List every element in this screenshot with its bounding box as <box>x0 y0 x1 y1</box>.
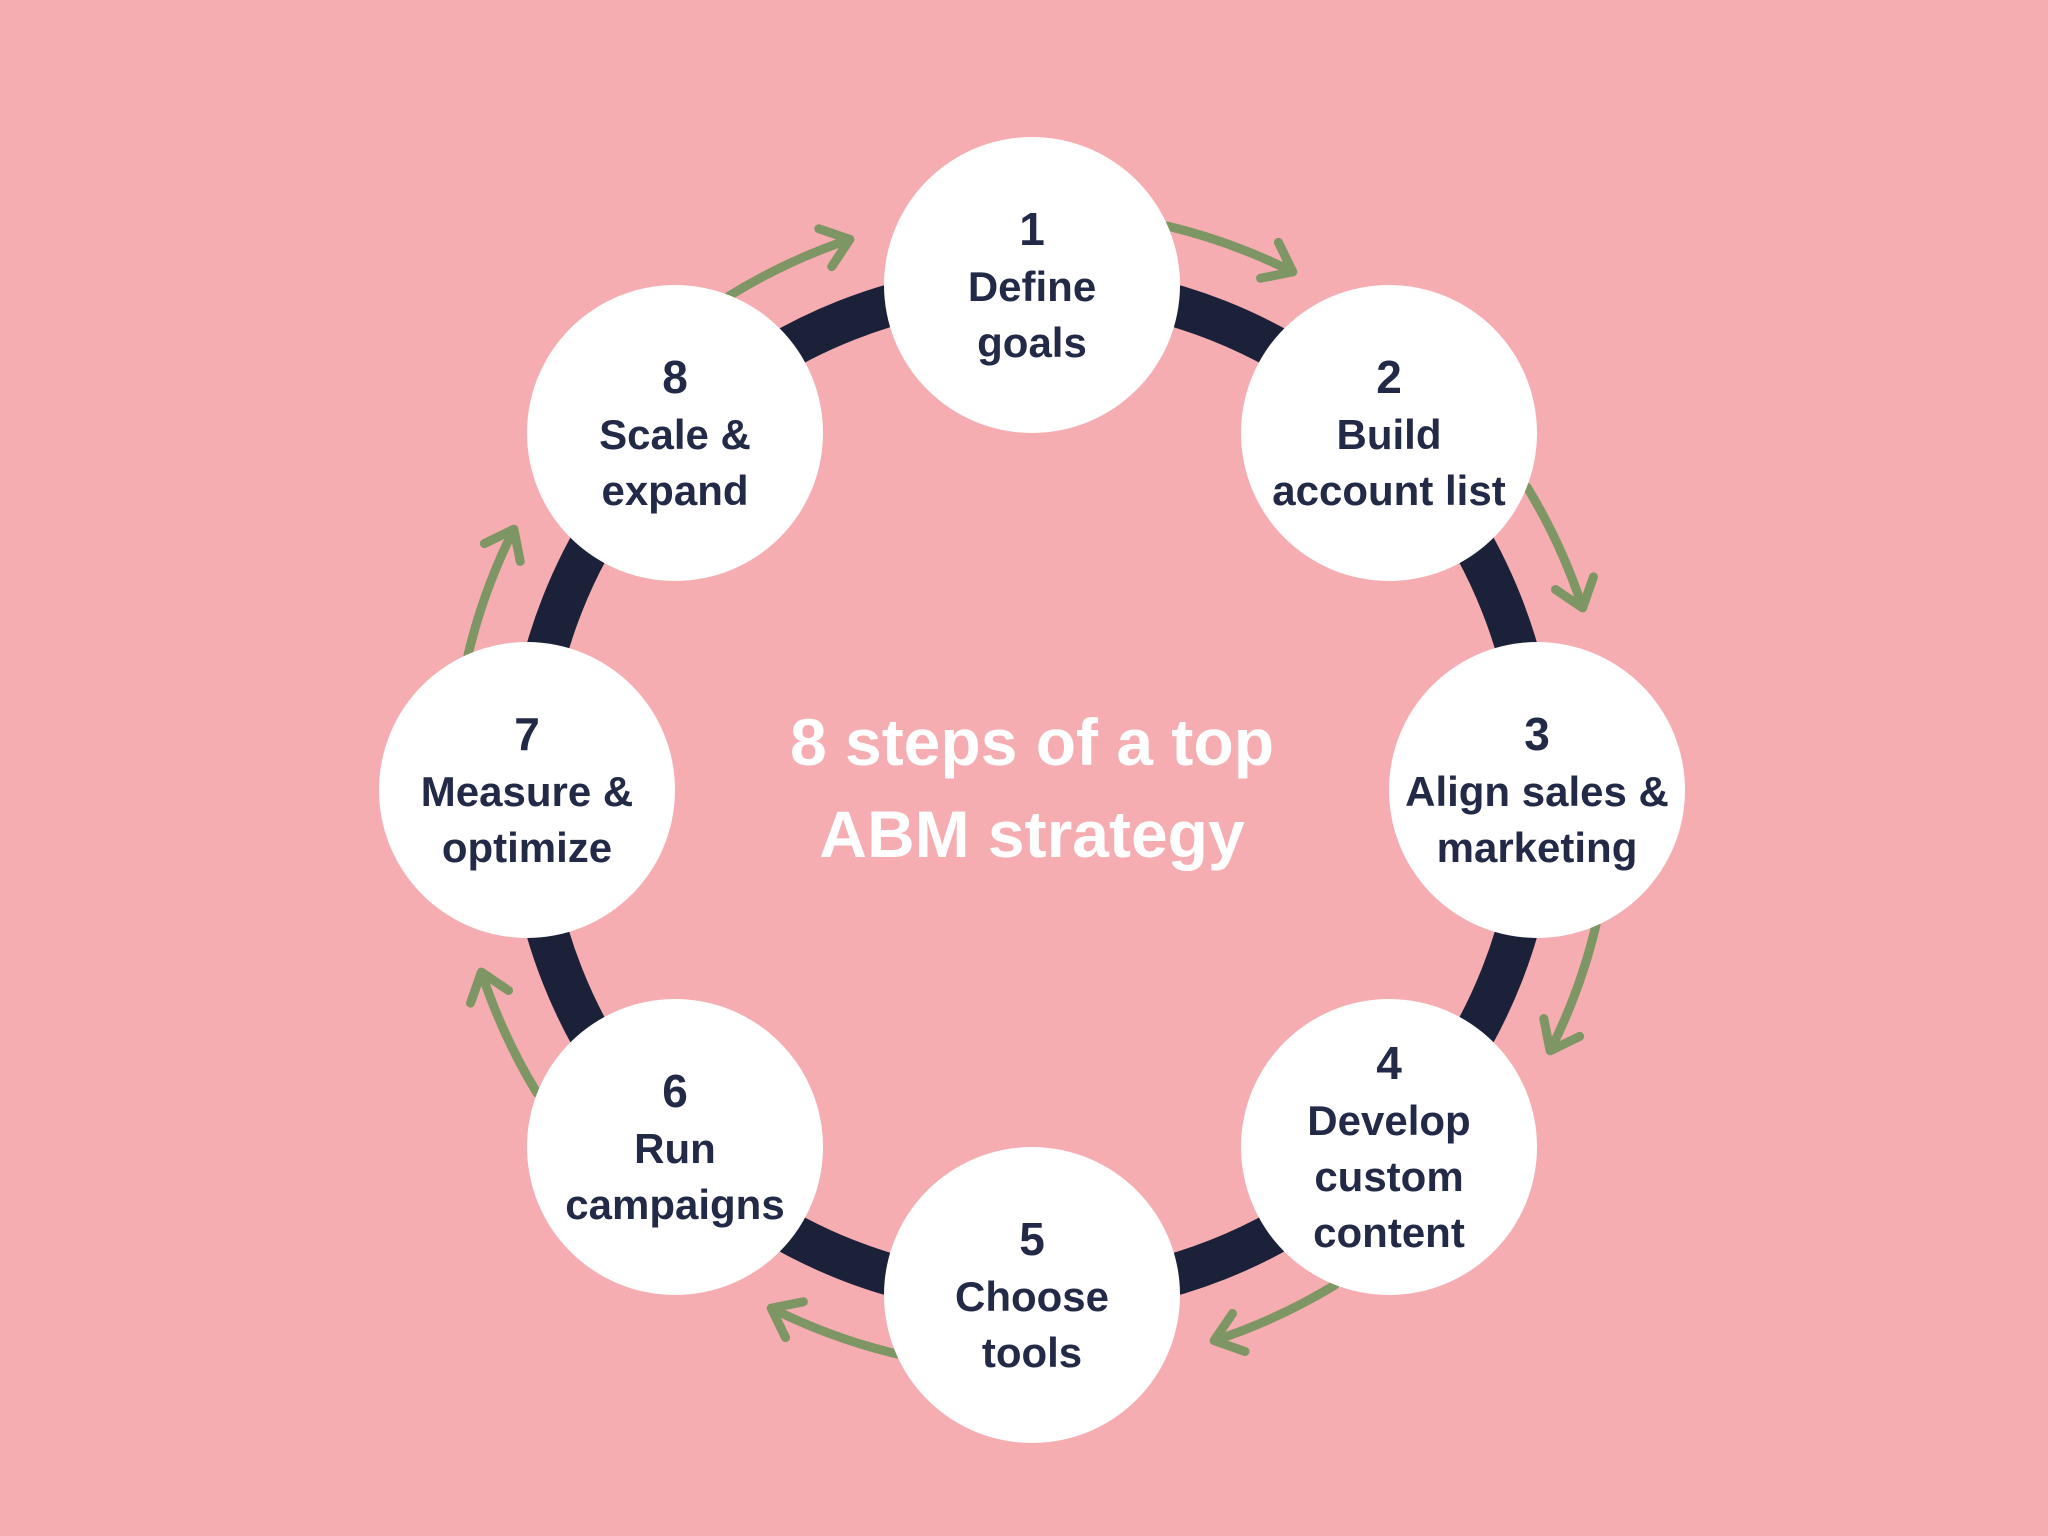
infographic-title-line-1: 8 steps of a top <box>789 705 1275 779</box>
step-circle-4: 4 Develop custom content <box>1241 999 1537 1295</box>
step-label-line: expand <box>601 467 749 514</box>
flow-arrow-icon-step7-to-step8 <box>463 524 525 660</box>
step-label-line: custom <box>1314 1153 1464 1200</box>
step-circle-3: 3 Align sales & marketing <box>1389 642 1685 938</box>
step-label-line: campaigns <box>565 1181 785 1228</box>
flow-arrow-icon-step4-to-step5 <box>1209 1280 1340 1356</box>
step-number: 3 <box>1524 708 1550 760</box>
step-label-line: tools <box>981 1329 1083 1376</box>
step-number: 1 <box>1019 203 1045 255</box>
step-label-line: Align sales & <box>1405 768 1669 815</box>
step-circle-5: 5 Choose tools <box>884 1147 1180 1443</box>
step-circle-7: 7 Measure & optimize <box>379 642 675 938</box>
step-number: 7 <box>514 708 540 760</box>
step-circle-8: 8 Scale & expand <box>527 285 823 581</box>
flow-arrow-icon-step3-to-step4 <box>1539 920 1601 1056</box>
flow-arrow-icon-step1-to-step2 <box>1162 221 1298 283</box>
flow-arrow-icon-step6-to-step7 <box>466 967 542 1098</box>
step-number: 5 <box>1019 1213 1045 1265</box>
step-label-line: Define <box>967 263 1097 310</box>
infographic-title: 8 steps of a top ABM strategy <box>532 696 1532 880</box>
step-label-line: Run <box>634 1125 716 1172</box>
step-label-line: optimize <box>441 824 613 871</box>
infographic-title-line-2: ABM strategy <box>819 797 1245 871</box>
flow-arrow-icon-step5-to-step6 <box>766 1297 902 1359</box>
flow-arrow-icon-step2-to-step3 <box>1522 482 1598 613</box>
step-label-line: content <box>1313 1209 1465 1256</box>
step-label-line: marketing <box>1436 824 1638 871</box>
step-number: 8 <box>662 351 688 403</box>
step-label-line: Measure & <box>420 768 634 815</box>
flow-arrow-icon-step8-to-step1 <box>724 224 855 301</box>
step-number: 6 <box>662 1065 688 1117</box>
step-label-line: account list <box>1272 467 1506 514</box>
step-label-line: goals <box>977 319 1087 366</box>
step-number: 4 <box>1376 1037 1402 1089</box>
step-label-line: Develop <box>1307 1097 1471 1144</box>
step-label-line: Scale & <box>599 411 751 458</box>
step-label-line: Choose <box>954 1273 1109 1320</box>
step-circle-1: 1 Define goals <box>884 137 1180 433</box>
step-circle-6: 6 Run campaigns <box>527 999 823 1295</box>
step-circle-2: 2 Build account list <box>1241 285 1537 581</box>
step-label-line: Build <box>1336 411 1442 458</box>
step-number: 2 <box>1376 351 1402 403</box>
